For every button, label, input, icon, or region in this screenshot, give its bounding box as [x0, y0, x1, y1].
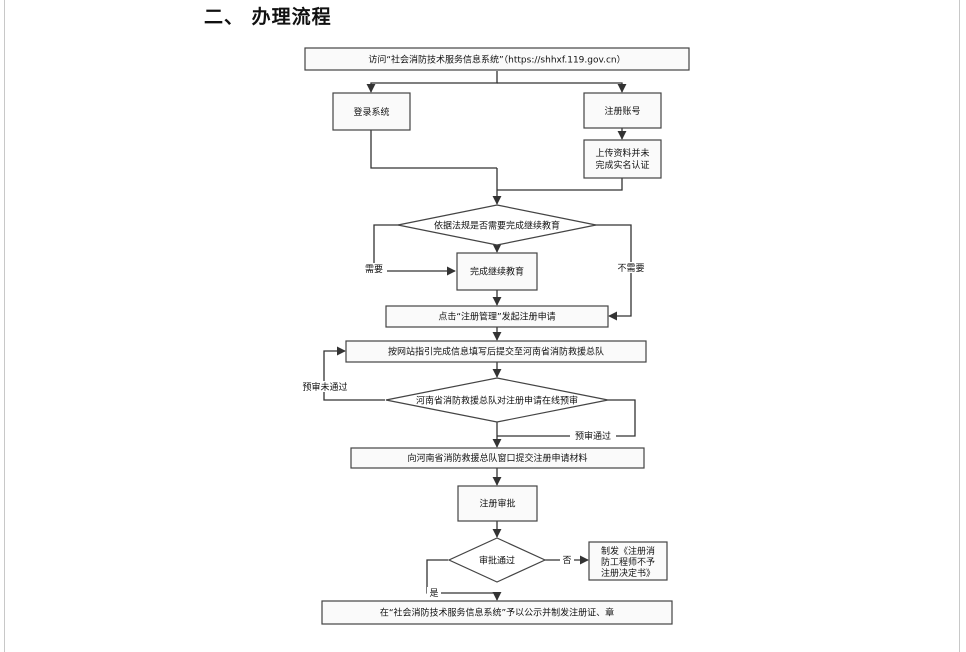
node-review-label: 注册审批 [479, 498, 515, 510]
node-fill-info: 按网站指引完成信息填写后提交至河南省消防救援总队 [345, 340, 647, 363]
node-register-label: 注册账号 [604, 105, 640, 117]
node-complete-edu: 完成继续教育 [456, 252, 538, 291]
edge-upload-merge [497, 178, 623, 191]
node-upload-label-1: 上传资料并未 [595, 147, 649, 159]
edge-label-pre-pass: 预审通过 [575, 430, 611, 442]
node-pre-review-label: 河南省消防救援总队对注册申请在线预审 [416, 395, 578, 407]
node-approved-label: 审批通过 [479, 555, 515, 567]
edge-label-not-need: 不需要 [617, 263, 644, 274]
node-review: 注册审批 [457, 485, 538, 522]
node-reject-label-1: 制发《注册消 [601, 545, 655, 557]
edge-label-need: 需要 [365, 264, 383, 275]
edge-login-merge [370, 130, 497, 169]
node-decision-edu-label: 依据法规是否需要完成继续教育 [434, 220, 560, 232]
node-reject-label-3: 注册决定书》 [601, 567, 655, 579]
node-fill-info-label: 按网站指引完成信息填写后提交至河南省消防救援总队 [388, 346, 604, 358]
node-reject-label-2: 防工程师不予 [601, 556, 655, 568]
edge-label-yes: 是 [429, 588, 438, 599]
node-pre-review: 河南省消防救援总队对注册申请在线预审 [385, 377, 609, 423]
node-visit: 访问“社会消防技术服务信息系统”（https://shhxf.119.gov.c… [304, 47, 690, 71]
edge-pre-fail [323, 346, 385, 401]
node-publish: 在“社会消防技术服务信息系统”予以公示并制发注册证、章 [321, 600, 673, 625]
node-visit-label: 访问“社会消防技术服务信息系统”（https://shhxf.119.gov.c… [368, 54, 625, 66]
node-register: 注册账号 [583, 92, 662, 129]
left-page-edge [4, 0, 5, 652]
edge-label-no: 否 [562, 555, 571, 566]
node-login: 登录系统 [332, 92, 411, 131]
edge-pre-pass [497, 399, 636, 437]
node-click-register-label: 点击“注册管理”发起注册申请 [438, 311, 555, 323]
node-reject: 制发《注册消 防工程师不予 注册决定书》 [588, 541, 668, 581]
node-publish-label: 在“社会消防技术服务信息系统”予以公示并制发注册证、章 [380, 607, 614, 619]
edge-need [373, 224, 456, 276]
node-approved-decision: 审批通过 [447, 537, 547, 583]
node-upload-label-2: 完成实名认证 [595, 159, 649, 171]
edge-visit-register [497, 82, 627, 93]
right-page-edge [959, 0, 960, 652]
edge-visit-split [366, 71, 498, 93]
node-complete-edu-label: 完成继续教育 [470, 266, 524, 278]
node-login-label: 登录系统 [353, 106, 389, 118]
node-decision-edu: 依据法规是否需要完成继续教育 [397, 204, 597, 246]
section-heading: 二、 办理流程 [204, 6, 332, 28]
node-upload: 上传资料并未 完成实名认证 [583, 139, 662, 179]
edge-label-pre-fail: 预审未通过 [302, 381, 347, 393]
node-submit-materials: 向河南省消防救援总队窗口提交注册申请材料 [350, 447, 645, 469]
node-submit-materials-label: 向河南省消防救援总队窗口提交注册申请材料 [407, 452, 587, 464]
node-click-register: 点击“注册管理”发起注册申请 [385, 305, 609, 328]
